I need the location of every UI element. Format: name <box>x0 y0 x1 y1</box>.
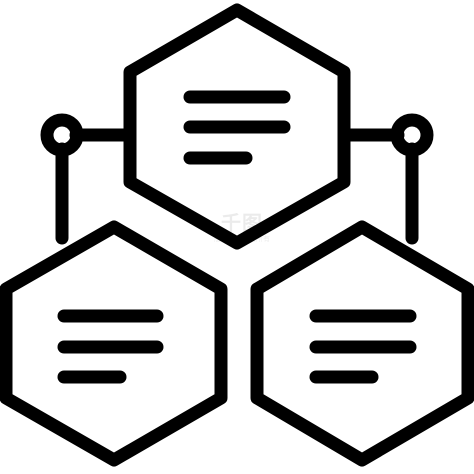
bottom-right-hexagon <box>250 220 474 467</box>
right-node-circle <box>390 113 434 157</box>
bottom-left-hexagon <box>0 220 228 467</box>
top-hexagon <box>123 3 351 250</box>
left-node-circle <box>40 113 84 157</box>
